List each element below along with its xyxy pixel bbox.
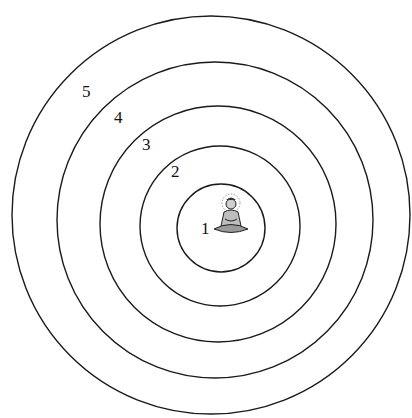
ring-number: 4 [114,109,123,126]
buddha-figure [214,194,248,233]
ring-number: 2 [171,163,180,180]
ring-number: 3 [142,136,151,153]
ring-circle [12,16,410,414]
ring-circle [100,106,336,342]
ring-number: 1 [201,220,210,237]
ring-number: 5 [82,83,91,100]
ring-circle [177,184,265,272]
ring-circle [57,62,373,378]
ring-circle [140,146,300,306]
